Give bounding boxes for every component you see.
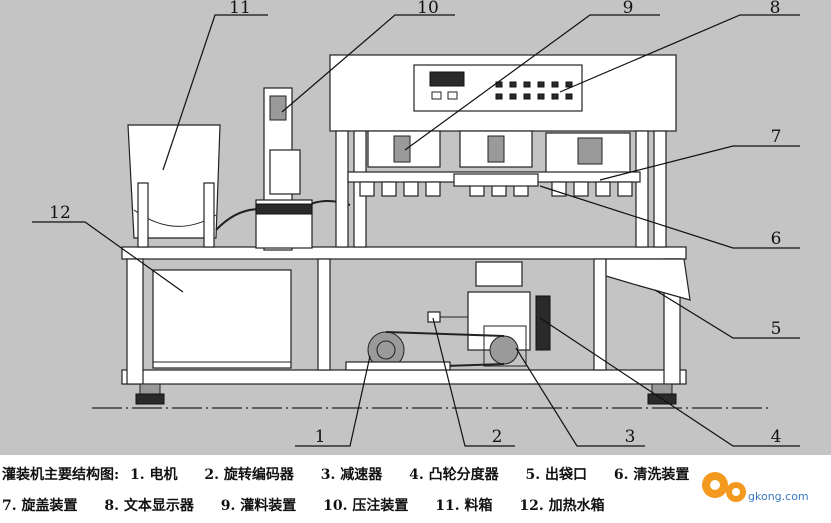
callout-12: 12 [49,203,71,223]
caption-item-5: 5. 出袋口 [525,467,588,483]
caption-item-4: 4. 凸轮分度器 [409,467,499,483]
caption-item-9: 9. 灌料装置 [220,498,297,514]
column-3 [635,130,649,248]
watermark-text: gkong.com [748,490,809,503]
leg-left [126,258,144,385]
material-box-post-right [203,182,215,248]
panel-key-grid [495,81,573,100]
callout-6: 6 [771,229,782,249]
foot-left [139,383,161,395]
figure-caption: 灌装机主要结构图: 1. 电机 2. 旋转编码器 3. 减速器 4. 凸轮分度器… [0,458,831,523]
foot-left-pad [135,393,165,405]
base-frame [121,369,687,385]
injection-body [269,149,301,195]
material-box-post-left [137,182,149,248]
caption-item-12: 12. 加热水箱 [519,498,605,514]
cup-row [359,181,633,197]
caption-item-6: 6. 清洗装置 [613,467,690,483]
caption-item-1: 1. 电机 [130,467,178,483]
cam-wheel [535,295,551,351]
foot-right [651,383,673,395]
capping-motor [577,137,603,165]
caption-item-10: 10. 压注装置 [323,498,409,514]
filling-nozzle-left [393,135,411,163]
panel-button-b [447,91,458,100]
leg-mid-left [317,258,331,371]
gear-icon [702,472,728,498]
caption-item-2: 2. 旋转编码器 [204,467,294,483]
caption-item-3: 3. 减速器 [320,467,383,483]
cam-indexer-top [475,261,523,287]
callout-9: 9 [623,0,634,18]
callout-2: 2 [492,427,503,447]
caption-row-1: 灌装机主要结构图: 1. 电机 2. 旋转编码器 3. 减速器 4. 凸轮分度器… [2,464,711,484]
caption-item-11: 11. 料箱 [435,498,493,514]
caption-row-2: 7. 旋盖装置 8. 文本显示器 9. 灌料装置 10. 压注装置 11. 料箱… [2,495,627,515]
callout-3: 3 [625,427,636,447]
caption-item-7: 7. 旋盖装置 [2,498,78,514]
cleaning-device [453,173,539,187]
table-top [121,246,687,260]
callout-1: 1 [315,427,326,447]
callout-8: 8 [770,0,781,18]
watermark: gkong.com [696,468,826,503]
injection-head [269,95,287,121]
bag-outlet [605,258,691,301]
callout-5: 5 [771,319,782,339]
machine-structure-diagram: 11 10 9 8 7 12 6 5 1 2 3 4 [0,0,831,455]
gear-icon-small [726,482,746,502]
callout-4: 4 [771,427,782,447]
injection-base [255,203,313,215]
reducer-housing [483,325,527,367]
column-4 [653,130,667,248]
reducer [489,335,519,365]
callout-11: 11 [229,0,251,18]
caption-item-8: 8. 文本显示器 [104,498,194,514]
caption-title: 灌装机主要结构图: [2,467,120,483]
column-1 [335,130,349,248]
motor-pulley [376,340,396,360]
filling-nozzle-right [487,135,505,163]
motor-base [345,361,451,371]
text-display [429,71,465,87]
callout-7: 7 [771,127,782,147]
leader-lines [32,14,800,447]
panel-button-a [431,91,442,100]
material-box [127,124,221,239]
leg-mid-right [593,258,607,371]
callout-10: 10 [417,0,439,18]
